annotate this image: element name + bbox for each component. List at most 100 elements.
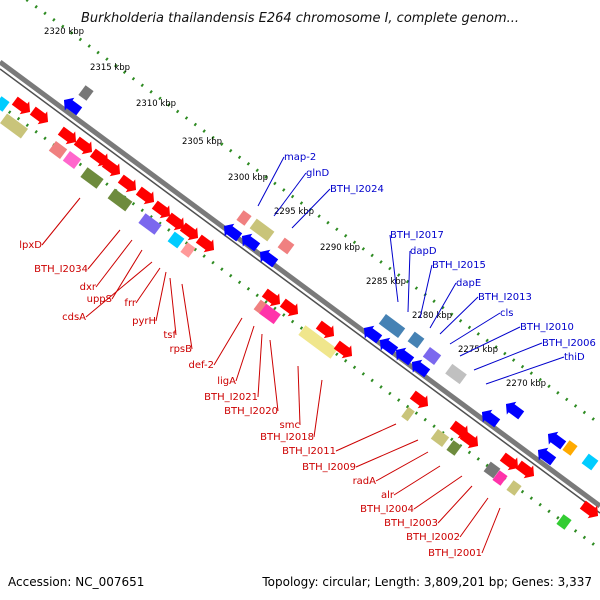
gene-block — [62, 151, 82, 169]
gene-block — [407, 331, 425, 349]
forward-gene-arrow — [165, 212, 185, 231]
gene-label: BTH_I2013 — [478, 292, 532, 303]
gene-block — [80, 167, 104, 189]
gene-label: BTH_I2010 — [520, 322, 574, 333]
gene-block — [277, 237, 295, 255]
scale-tick-label: 2290 kbp — [320, 243, 360, 253]
gene-label-leader — [181, 283, 193, 350]
gene-block — [0, 113, 29, 139]
scale-tick-label: 2275 kbp — [458, 345, 498, 355]
gene-block — [298, 325, 338, 359]
gene-block — [483, 461, 501, 479]
gene-block — [180, 242, 196, 258]
gene-block — [446, 440, 462, 456]
gene-label: BTH_I2001 — [428, 548, 482, 559]
forward-gene-arrow — [409, 390, 429, 409]
gene-label-leader — [335, 423, 397, 452]
scale-tick-label: 2300 kbp — [228, 173, 268, 183]
gene-label-leader — [297, 365, 301, 426]
gene-label: BTH_I2009 — [302, 462, 356, 473]
gene-label: BTH_I2034 — [34, 264, 88, 275]
gene-label: BTH_I2018 — [260, 432, 314, 443]
gene-label-leader — [413, 475, 463, 510]
gene-block — [378, 314, 406, 338]
reverse-gene-arrow — [505, 401, 525, 420]
gene-block — [236, 210, 252, 226]
forward-gene-arrow — [89, 148, 109, 167]
forward-gene-arrow — [179, 222, 199, 241]
gene-label-leader — [135, 267, 161, 304]
forward-gene-arrow — [459, 430, 479, 449]
gene-label-leader — [169, 277, 177, 336]
gene-label: BTH_I2024 — [330, 184, 384, 195]
gene-label: dxr — [80, 282, 97, 293]
genome-summary-text: Topology: circular; Length: 3,809,201 bp… — [261, 575, 592, 589]
reverse-gene-arrow — [223, 223, 243, 242]
gene-label: BTH_I2011 — [282, 446, 336, 457]
gene-block — [401, 406, 415, 422]
gene-label: alr — [381, 490, 395, 501]
gene-block — [167, 231, 185, 249]
forward-gene-arrow — [515, 460, 535, 479]
gene-label: dapD — [410, 246, 437, 257]
forward-gene-arrow — [135, 186, 155, 205]
gene-block — [430, 429, 450, 447]
gene-block — [259, 303, 281, 325]
gene-label-leader — [155, 271, 167, 322]
gene-label-leader — [429, 282, 457, 329]
gene-block — [107, 188, 133, 212]
forward-gene-arrow — [279, 298, 299, 317]
gene-label: BTH_I2002 — [406, 532, 460, 543]
scale-tick-label: 2315 kbp — [90, 63, 130, 73]
reverse-gene-arrow — [363, 325, 383, 344]
gene-label-leader — [481, 507, 501, 554]
gene-label: BTH_I2004 — [360, 504, 414, 515]
reverse-gene-arrow — [63, 97, 83, 116]
gene-label-leader — [273, 172, 307, 217]
scale-tick-label: 2280 kbp — [412, 311, 452, 321]
gene-label-leader — [235, 325, 255, 382]
gene-label-leader — [485, 356, 565, 385]
forward-gene-arrow — [195, 234, 215, 253]
gene-label-leader — [437, 485, 473, 524]
gene-label: radA — [353, 476, 377, 487]
forward-gene-arrow — [29, 106, 49, 125]
gene-label-leader — [459, 497, 489, 538]
gene-label: glnD — [306, 168, 329, 179]
gene-label-leader — [85, 261, 153, 318]
forward-gene-arrow — [11, 96, 31, 115]
scale-tick-label: 2295 kbp — [274, 207, 314, 217]
gene-label: rpsB — [169, 344, 192, 355]
backbone-line — [0, 59, 600, 509]
scale-tick-label: 2305 kbp — [182, 137, 222, 147]
forward-gene-arrow — [101, 158, 121, 177]
forward-gene-arrow — [57, 126, 77, 145]
gene-label: pyrH — [132, 316, 156, 327]
gene-block — [422, 347, 442, 365]
scale-tick-label: 2320 kbp — [44, 27, 84, 37]
gene-label: cdsA — [62, 312, 86, 323]
gene-label-leader — [375, 451, 429, 482]
gene-label: dapE — [456, 278, 481, 289]
reverse-gene-arrow — [395, 347, 415, 366]
gene-block — [249, 218, 275, 242]
gene-label: lpxD — [19, 240, 42, 251]
gene-block — [138, 213, 162, 235]
gene-label-leader — [355, 439, 419, 468]
reverse-gene-arrow — [379, 337, 399, 356]
gene-label-leader — [257, 333, 263, 398]
forward-gene-arrow — [315, 320, 335, 339]
gene-label: BTH_I2006 — [542, 338, 596, 349]
gene-label: BTH_I2015 — [432, 260, 486, 271]
gene-block — [562, 440, 578, 456]
map-title: Burkholderia thailandensis E264 chromoso… — [81, 11, 519, 26]
reverse-gene-arrow — [537, 447, 557, 466]
gene-label: BTH_I2003 — [384, 518, 438, 529]
gene-label-leader — [257, 156, 285, 207]
backbone-edge — [0, 68, 600, 514]
reverse-gene-arrow — [481, 409, 501, 428]
gene-label: def-2 — [189, 360, 214, 371]
gene-label: tsf — [163, 330, 176, 341]
